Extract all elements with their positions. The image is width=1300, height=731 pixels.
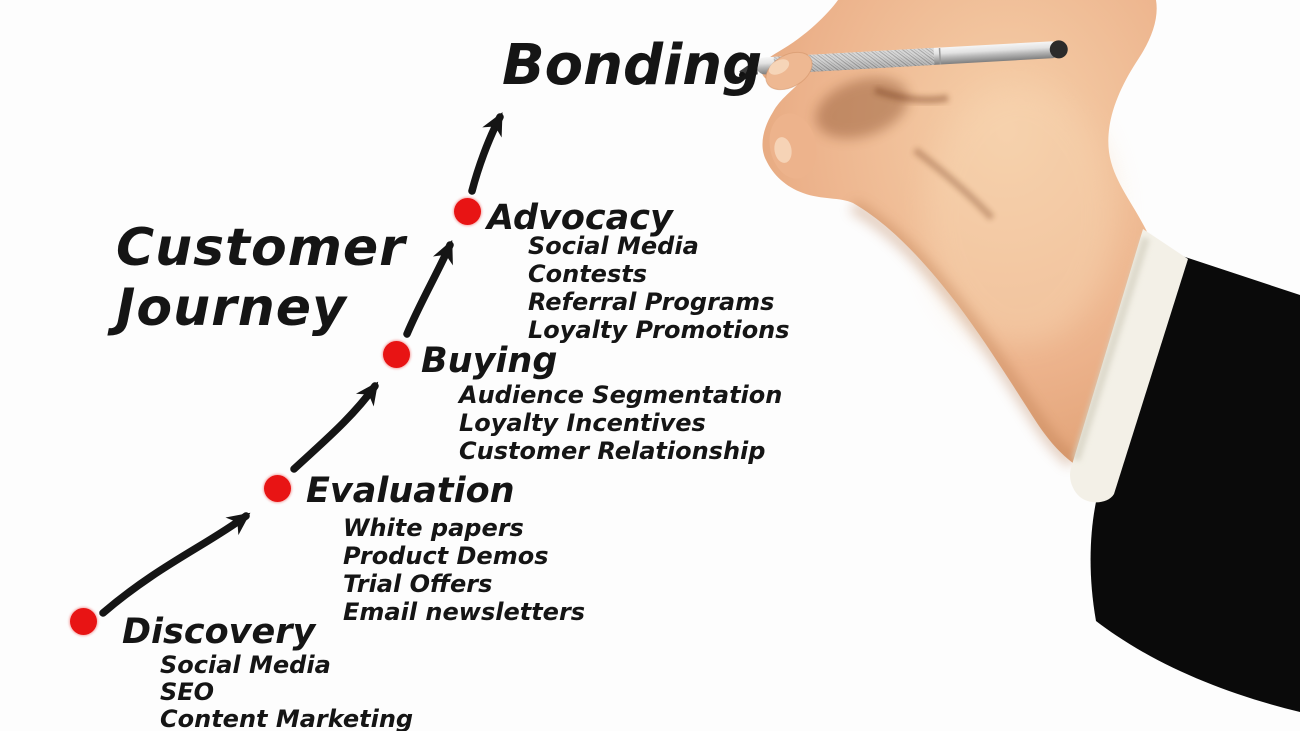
stage-item: Referral Programs xyxy=(528,288,775,316)
stage-label-evaluation: Evaluation xyxy=(306,471,515,511)
arrow-discovery-to-evaluation xyxy=(99,512,251,617)
stage-dot-discovery xyxy=(70,608,97,635)
thumb xyxy=(769,113,817,179)
arrow-evaluation-to-buying xyxy=(290,381,379,473)
stage-items-advocacy: Social Media Contests Referral Programs … xyxy=(528,232,790,344)
stage-items-evaluation: White papers Product Demos Trial Offers … xyxy=(343,514,585,626)
stage-items-buying: Audience Segmentation Loyalty Incentives… xyxy=(459,381,782,465)
stage-item: Content Marketing xyxy=(160,705,414,731)
stage-item: SEO xyxy=(160,678,215,706)
hand-shading xyxy=(815,77,1115,468)
arrow-advocacy-to-bonding xyxy=(468,112,504,195)
stage-item: Customer Relationship xyxy=(459,437,766,465)
thumbnail xyxy=(774,137,792,163)
diagram-title-line1: Customer xyxy=(116,218,406,278)
stage-label-advocacy: Advocacy xyxy=(487,198,673,238)
arrow-buying-to-advocacy xyxy=(403,240,454,338)
stage-items-discovery: Social Media SEO Content Marketing xyxy=(160,652,413,731)
stage-item: Trial Offers xyxy=(343,570,493,598)
shirt-cuff xyxy=(1070,229,1188,503)
stage-item: Product Demos xyxy=(343,542,549,570)
stage-item: Loyalty Incentives xyxy=(459,409,706,437)
stage-item: Social Media xyxy=(160,651,331,679)
stage-label-discovery: Discovery xyxy=(122,612,316,652)
gripping-fingers xyxy=(765,51,817,179)
cuff-shadow xyxy=(1072,236,1150,462)
stage-item: Contests xyxy=(528,260,647,288)
diagram-title-line2: Journey xyxy=(116,278,347,338)
stage-item: Loyalty Promotions xyxy=(528,316,790,344)
stage-item: White papers xyxy=(343,514,524,542)
stage-dot-advocacy xyxy=(454,198,481,225)
pen-cap-end xyxy=(1049,40,1068,59)
stage-label-bonding: Bonding xyxy=(502,33,763,98)
stage-item: Audience Segmentation xyxy=(459,381,783,409)
stage-item: Email newsletters xyxy=(343,598,586,626)
stage-label-buying: Buying xyxy=(421,341,558,381)
stage-dot-buying xyxy=(383,341,410,368)
diagram-title: Customer Journey xyxy=(116,218,406,338)
stage-dot-evaluation xyxy=(264,475,291,502)
stage-item: Social Media xyxy=(528,232,699,260)
pen xyxy=(739,40,1068,80)
index-fingernail xyxy=(768,59,790,75)
